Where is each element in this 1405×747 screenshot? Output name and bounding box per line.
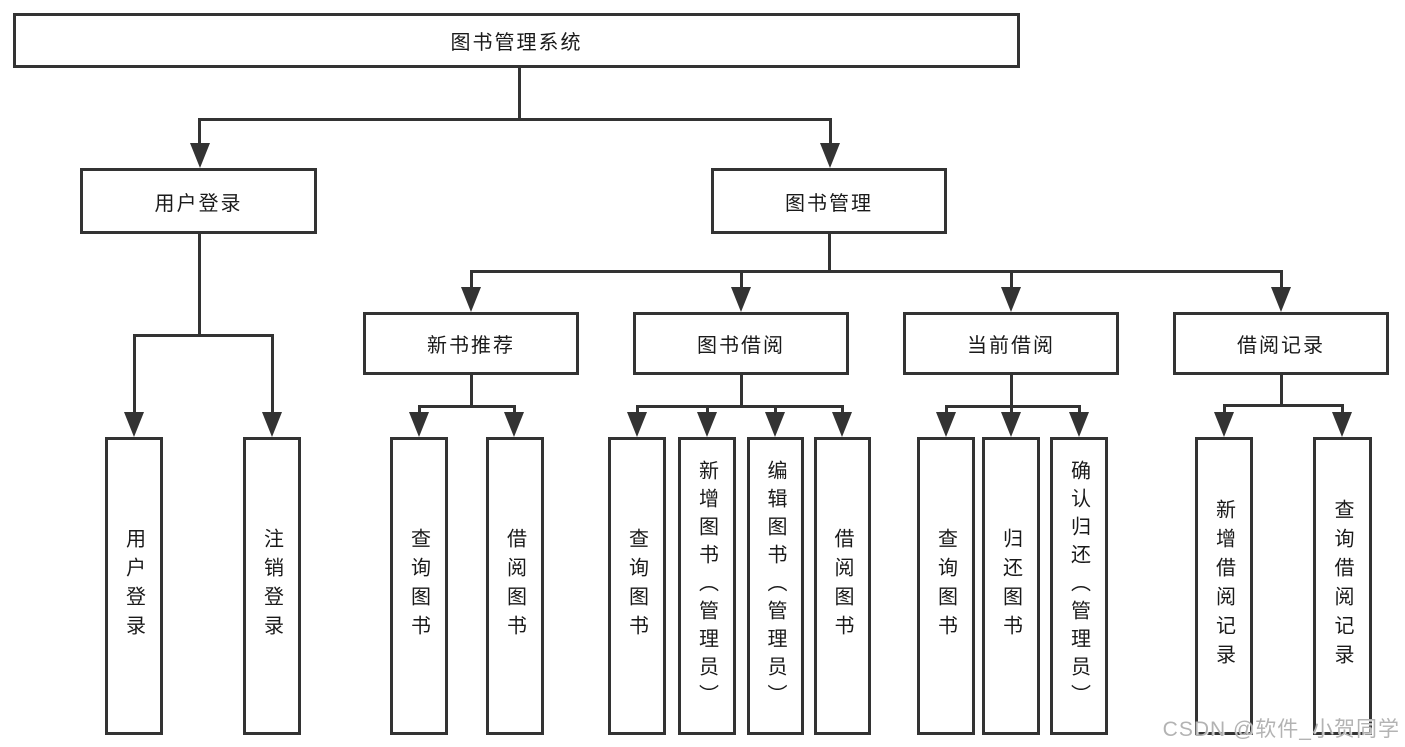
node-borrow-record: 借阅记录 — [1173, 312, 1389, 375]
arrow-confirm-return — [1069, 412, 1089, 437]
connector-drop-query-book-1 — [418, 405, 421, 413]
leaf-return-book: 归还图书 — [982, 437, 1040, 735]
connector-drop-return-book — [1010, 405, 1013, 413]
connector-drop-user-login — [198, 118, 201, 144]
leaf-add-borrow-record: 新增借阅记录 — [1195, 437, 1253, 735]
connector-book-borrow-splitter — [636, 405, 843, 408]
connector-drop-leaf-logout — [271, 334, 274, 412]
leaf-borrow-book-2: 借阅图书 — [814, 437, 871, 735]
connector-drop-query-record — [1341, 404, 1344, 413]
leaf-edit-book-admin: 编辑图书（管理员） — [747, 437, 804, 735]
connector-drop-current-borrow — [1010, 270, 1013, 287]
node-user-login: 用户登录 — [80, 168, 317, 234]
arrow-borrow-book-1 — [504, 412, 524, 437]
arrow-current-borrow — [1001, 287, 1021, 312]
arrow-book-management — [820, 143, 840, 168]
leaf-add-book-admin: 新增图书（管理员） — [678, 437, 736, 735]
connector-drop-book-management — [829, 118, 832, 144]
connector-borrow-record-trunk — [1280, 375, 1283, 407]
connector-book-borrow-trunk — [740, 375, 743, 408]
arrow-add-record — [1214, 412, 1234, 437]
connector-drop-borrow-record — [1280, 270, 1283, 287]
arrow-return-book — [1001, 412, 1021, 437]
connector-drop-borrow-book-2 — [841, 405, 844, 413]
arrow-query-book-3 — [936, 412, 956, 437]
leaf-borrow-book-1: 借阅图书 — [486, 437, 544, 735]
arrow-borrow-record — [1271, 287, 1291, 312]
arrow-query-record — [1332, 412, 1352, 437]
connector-root-trunk — [518, 68, 521, 120]
connector-drop-borrow-book-1 — [513, 405, 516, 413]
connector-drop-confirm-return — [1078, 405, 1081, 413]
node-root: 图书管理系统 — [13, 13, 1020, 68]
arrow-edit-book — [765, 412, 785, 437]
watermark-text: CSDN @软件_小贺同学 — [1162, 718, 1400, 741]
leaf-query-book-1: 查询图书 — [390, 437, 448, 735]
connector-book-management-trunk — [828, 234, 831, 272]
node-new-book-recommend: 新书推荐 — [363, 312, 579, 375]
node-book-borrow: 图书借阅 — [633, 312, 849, 375]
connector-drop-edit-book — [774, 405, 777, 413]
arrow-new-book — [461, 287, 481, 312]
connector-drop-add-book — [706, 405, 709, 413]
connector-new-book-trunk — [470, 375, 473, 408]
connector-drop-query-book-2 — [636, 405, 639, 413]
leaf-query-borrow-record: 查询借阅记录 — [1313, 437, 1372, 735]
connector-level3-splitter — [470, 270, 1283, 273]
leaf-logout: 注销登录 — [243, 437, 301, 735]
connector-drop-leaf-user-login — [133, 334, 136, 412]
arrow-leaf-logout — [262, 412, 282, 437]
leaf-query-book-3: 查询图书 — [917, 437, 975, 735]
connector-current-borrow-trunk — [1010, 375, 1013, 408]
arrow-book-borrow — [731, 287, 751, 312]
node-current-borrow: 当前借阅 — [903, 312, 1119, 375]
connector-drop-book-borrow — [740, 270, 743, 287]
connector-user-login-trunk — [198, 234, 201, 337]
arrow-query-book-1 — [409, 412, 429, 437]
connector-borrow-record-splitter — [1223, 404, 1343, 407]
leaf-query-book-2: 查询图书 — [608, 437, 666, 735]
connector-new-book-splitter — [418, 405, 516, 408]
connector-drop-add-record — [1223, 404, 1226, 413]
leaf-user-login: 用户登录 — [105, 437, 163, 735]
connector-drop-query-book-3 — [945, 405, 948, 413]
arrow-query-book-2 — [627, 412, 647, 437]
arrow-leaf-user-login — [124, 412, 144, 437]
arrow-add-book — [697, 412, 717, 437]
connector-drop-new-book — [470, 270, 473, 287]
arrow-user-login — [190, 143, 210, 168]
connector-user-login-splitter — [133, 334, 274, 337]
arrow-borrow-book-2 — [832, 412, 852, 437]
leaf-confirm-return-admin: 确认归还（管理员） — [1050, 437, 1108, 735]
node-book-management: 图书管理 — [711, 168, 947, 234]
connector-level2-splitter — [198, 118, 832, 121]
